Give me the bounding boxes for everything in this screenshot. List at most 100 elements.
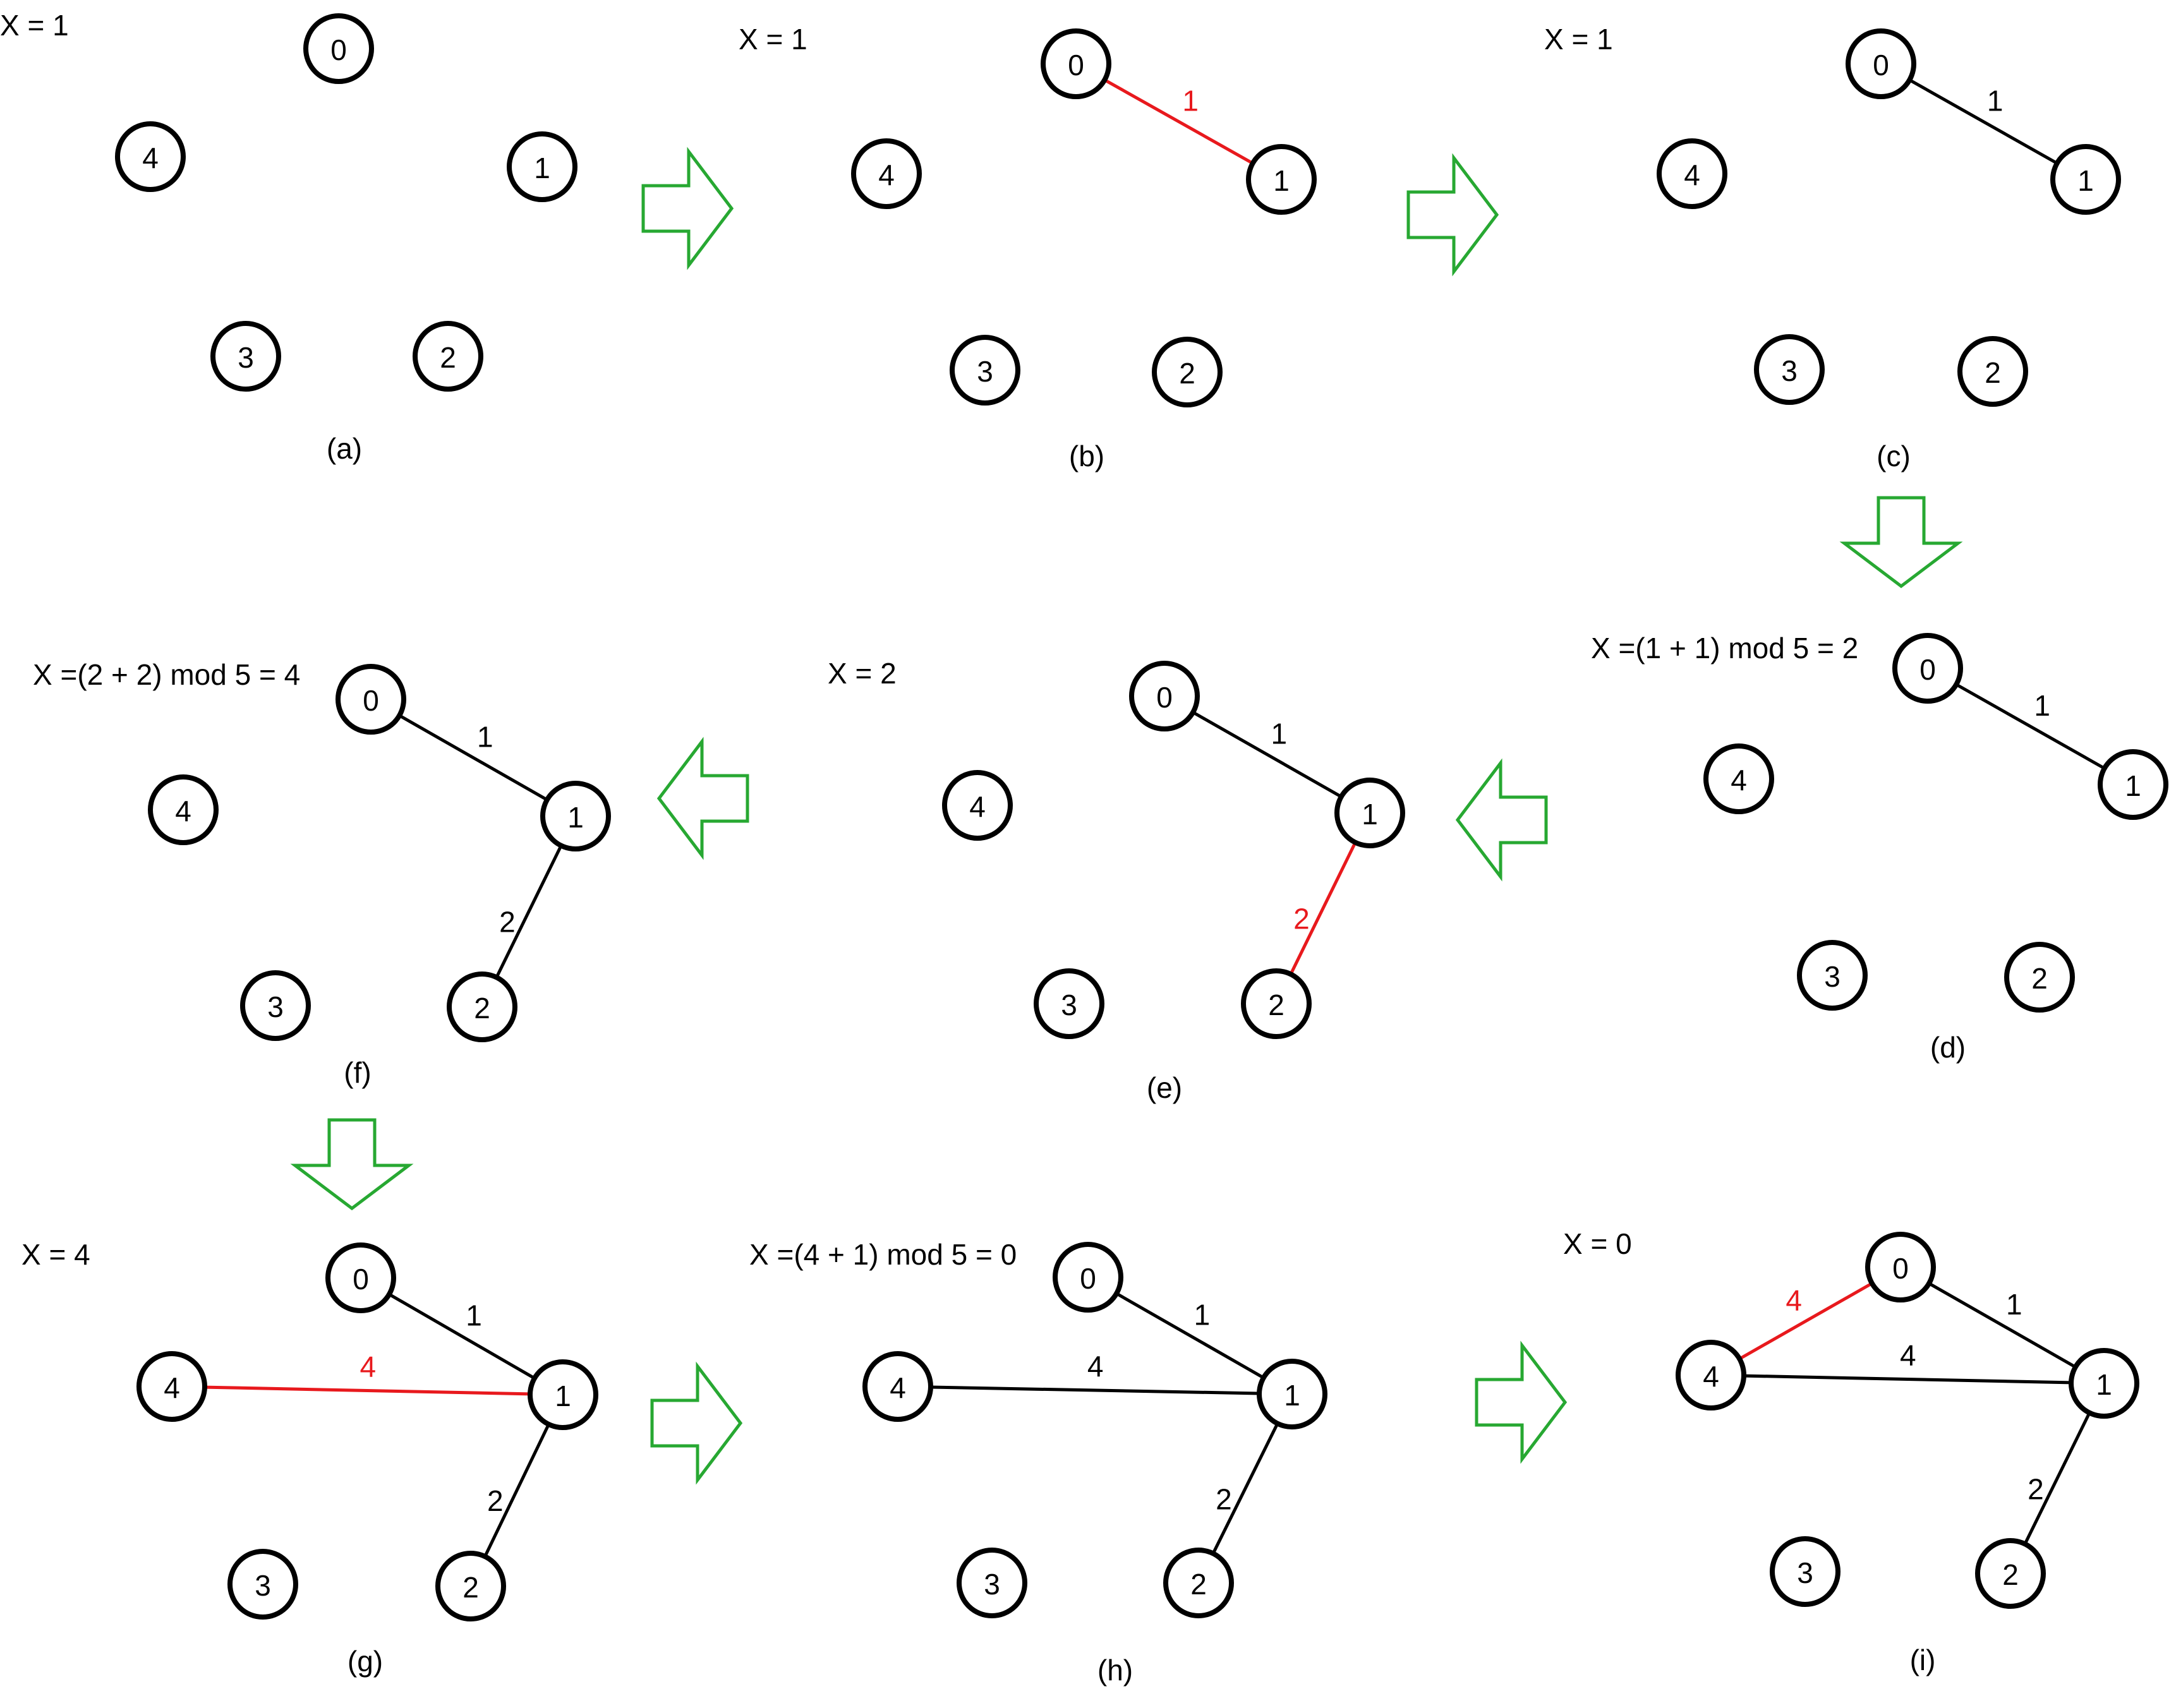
node-3: 3 [957, 1548, 1027, 1618]
node-2: 2 [1975, 1538, 2046, 1609]
node-3: 3 [950, 335, 1020, 406]
node-circle [325, 1242, 396, 1313]
node-4: 4 [851, 138, 922, 209]
node-label: 3 [1797, 1556, 1813, 1589]
node-label: 0 [1156, 681, 1173, 714]
node-2: 2 [413, 321, 483, 392]
edge-0-4 [1738, 1282, 1873, 1361]
x-value-label: X = 1 [1544, 23, 1613, 56]
node-circle [851, 138, 922, 209]
node-2: 2 [1241, 968, 1312, 1039]
node-circle [210, 321, 281, 392]
edge-1-2 [2023, 1412, 2091, 1545]
node-label: 0 [353, 1263, 369, 1296]
node-4: 4 [136, 1351, 207, 1422]
node-2: 2 [1163, 1548, 1234, 1618]
node-circle [862, 1351, 933, 1422]
x-value-label: X =(1 + 1) mod 5 = 2 [1591, 632, 1858, 665]
node-label: 2 [1190, 1568, 1207, 1601]
node-circle [136, 1351, 207, 1422]
node-label: 1 [1273, 164, 1290, 197]
node-circle [1334, 778, 1405, 848]
x-value-label: X = 1 [739, 23, 807, 56]
node-0: 0 [1846, 28, 1916, 99]
node-circle [1152, 337, 1223, 407]
node-label: 2 [2031, 962, 2048, 995]
panel-caption: (g) [348, 1645, 383, 1678]
edge-4-1 [930, 1385, 1260, 1395]
node-circle [303, 13, 374, 84]
edge-4-1 [204, 1385, 531, 1396]
x-value-label: X = 2 [828, 657, 897, 690]
node-1: 1 [528, 1359, 598, 1430]
edge-weight-label: 2 [2028, 1472, 2044, 1505]
node-2: 2 [1957, 336, 2028, 407]
node-circle [2050, 144, 2121, 215]
node-label: 1 [2077, 164, 2094, 197]
node-label: 3 [1781, 354, 1798, 387]
node-label: 0 [1873, 49, 1889, 81]
node-label: 4 [890, 1371, 906, 1404]
node-label: 0 [330, 33, 347, 66]
node-circle [1797, 940, 1868, 1011]
node-label: 1 [555, 1380, 571, 1412]
edge-0-1 [1192, 711, 1343, 798]
node-label: 3 [255, 1569, 271, 1602]
node-circle [335, 664, 406, 735]
edge-weight-label: 1 [1271, 717, 1288, 750]
edge-0-1 [1104, 78, 1254, 165]
node-label: 3 [238, 341, 254, 374]
node-2: 2 [447, 971, 517, 1042]
edge-weight-label: 4 [1786, 1284, 1802, 1316]
node-label: 2 [1179, 357, 1195, 390]
node-circle [540, 781, 611, 851]
node-label: 3 [1824, 960, 1841, 993]
panel-caption: (a) [327, 432, 362, 465]
edge-0-1 [1115, 1292, 1265, 1380]
node-label: 4 [1684, 159, 1700, 191]
panel-caption: (c) [1877, 440, 1911, 472]
node-circle [1657, 138, 1727, 209]
node-circle [1846, 28, 1916, 99]
edge-weight-label: 1 [477, 721, 493, 754]
node-4: 4 [1676, 1340, 1746, 1410]
node-3: 3 [1797, 940, 1868, 1011]
node-label: 3 [1061, 989, 1077, 1021]
edge-weight-label: 1 [1182, 84, 1199, 117]
node-label: 0 [1919, 653, 1936, 686]
panel-c: X = 1 1 0 1 2 3 4 (c) [1544, 23, 2121, 472]
node-label: 2 [1985, 356, 2001, 389]
node-4: 4 [1703, 743, 1774, 814]
node-circle [1034, 968, 1104, 1039]
node-0: 0 [1892, 633, 1963, 704]
edge-0-1 [398, 714, 548, 802]
panel-caption: (d) [1930, 1031, 1966, 1064]
node-label: 3 [984, 1568, 1000, 1601]
edge-0-1 [1928, 1282, 2077, 1369]
node-label: 1 [534, 152, 550, 184]
edge-weight-label: 1 [2006, 1288, 2022, 1321]
x-value-label: X =(4 + 1) mod 5 = 0 [749, 1238, 1017, 1271]
edge-weight-label: 2 [1293, 903, 1310, 935]
node-0: 0 [1129, 661, 1200, 731]
edge-weight-label: 2 [1216, 1482, 1232, 1515]
edge-weight-label: 1 [1987, 84, 2004, 117]
node-circle [227, 1549, 298, 1620]
node-circle [2004, 942, 2075, 1013]
node-circle [1129, 661, 1200, 731]
node-circle [950, 335, 1020, 406]
edge-weight-label: 2 [499, 906, 516, 939]
node-2: 2 [435, 1551, 506, 1621]
node-0: 0 [303, 13, 374, 84]
node-3: 3 [240, 970, 311, 1041]
panel-caption: (f) [344, 1056, 371, 1089]
node-4: 4 [942, 770, 1013, 841]
node-4: 4 [1657, 138, 1727, 209]
node-1: 1 [2098, 749, 2168, 820]
node-label: 1 [1362, 798, 1378, 831]
node-label: 3 [977, 355, 993, 388]
node-label: 0 [1080, 1262, 1096, 1295]
